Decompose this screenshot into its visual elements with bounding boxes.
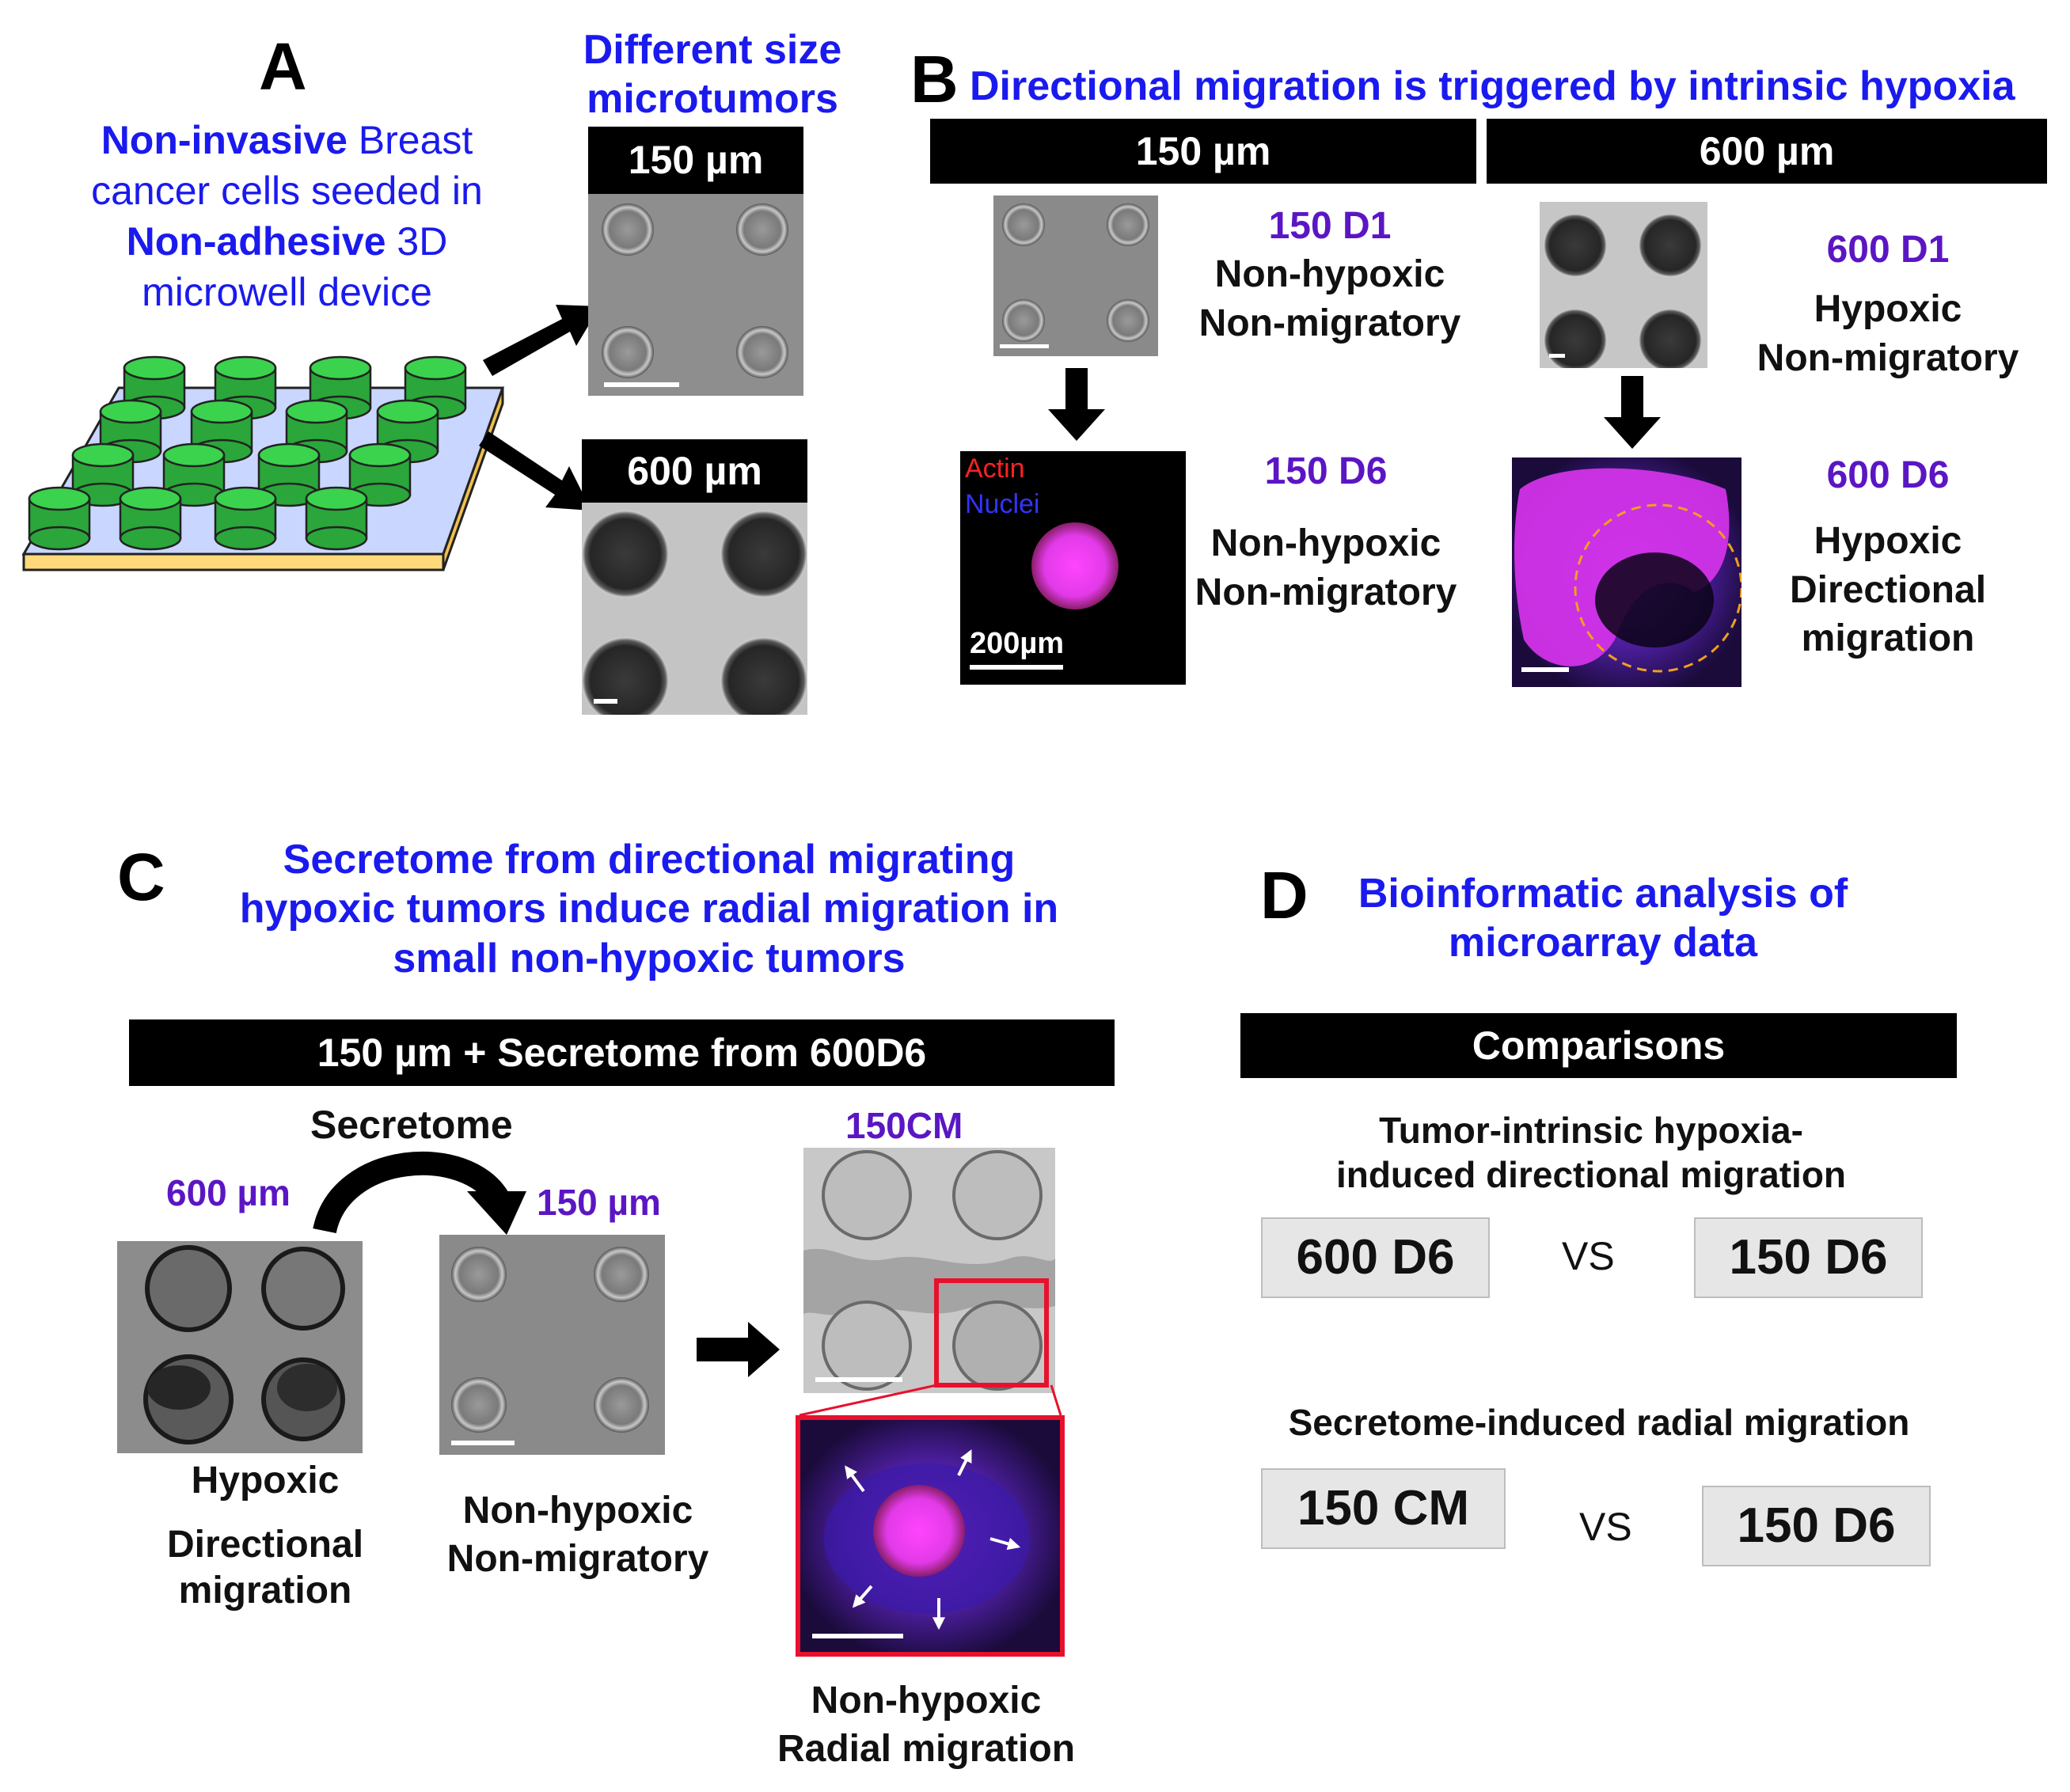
- label-600-d6: 600 D6 Hypoxic Directional migration: [1741, 451, 2034, 663]
- panel-b-letter: B: [910, 42, 959, 116]
- micrograph-150-c: [439, 1235, 665, 1455]
- stain-actin-label: Actin: [965, 454, 1025, 484]
- comparison-2-title: Secretome-induced radial migration: [1288, 1402, 1910, 1443]
- label-150cm-desc-line-1: Non-hypoxic: [811, 1680, 1042, 1722]
- label-150-d6-line-1: Non-hypoxic: [1210, 522, 1441, 565]
- comparison-2-left-box: 150 CM: [1261, 1468, 1506, 1549]
- different-size-line-2: microtumors: [587, 76, 838, 123]
- label-600-c-desc-line-2: Directional: [166, 1523, 364, 1566]
- label-600-d1: 600 D1 Hypoxic Non-migratory: [1741, 226, 2034, 382]
- fluorescence-150cm-zoom: [796, 1415, 1065, 1657]
- label-150cm-desc-line-2: Radial migration: [777, 1728, 1076, 1771]
- label-150cm-desc: Non-hypoxic Radial migration: [768, 1676, 1084, 1774]
- arrow-to-600: [479, 431, 591, 511]
- label-600-d6-line-1: Hypoxic: [1814, 520, 1962, 563]
- comparison-1-right-box: 150 D6: [1694, 1217, 1923, 1298]
- label-150-c-desc-line-2: Non-migratory: [446, 1538, 709, 1581]
- comparison-1-vs: VS: [1562, 1234, 1615, 1278]
- label-600-d6-title: 600 D6: [1826, 454, 1950, 496]
- label-150-d1-title: 150 D1: [1268, 205, 1392, 247]
- arrow-right-c: [697, 1322, 780, 1377]
- arrow-down-600: [1604, 376, 1661, 449]
- micrograph-600-c: [117, 1241, 363, 1453]
- label-600-d6-line-3: migration: [1801, 617, 1975, 660]
- comparisons-bar: Comparisons: [1240, 1013, 1957, 1078]
- arrow-down-150: [1048, 368, 1105, 441]
- label-600-d6-line-2: Directional: [1789, 568, 1987, 611]
- label-150-d6-line-2: Non-migratory: [1195, 571, 1457, 613]
- panel-c-title: Secretome from directional migrating hyp…: [182, 835, 1116, 983]
- label-600-d1-line-1: Hypoxic: [1814, 288, 1962, 331]
- col-bar-150: 150 µm: [930, 119, 1476, 184]
- comparison-1-left-box: 600 D6: [1261, 1217, 1490, 1298]
- fluorescence-150-d6: Actin Nuclei 200µm: [960, 451, 1186, 685]
- label-150cm: 150CM: [845, 1105, 963, 1146]
- stain-nuclei-label: Nuclei: [965, 489, 1040, 519]
- zoom-region-box: [934, 1278, 1049, 1388]
- scale-bar-label: 200µm: [970, 627, 1065, 660]
- label-600-c-desc-line-1: Hypoxic: [191, 1460, 340, 1502]
- label-600-d1-title: 600 D1: [1826, 229, 1950, 271]
- comparison-2-right-box: 150 D6: [1702, 1486, 1931, 1566]
- panel-b-title: Directional migration is triggered by in…: [970, 63, 2015, 109]
- label-600-c-desc: Hypoxic Directional migration: [139, 1458, 392, 1615]
- panel-d-letter: D: [1260, 858, 1308, 932]
- label-150-d1-line-2: Non-migratory: [1198, 302, 1461, 344]
- label-600-c-desc-line-3: migration: [178, 1570, 352, 1612]
- secretome-curved-arrow: [313, 1151, 526, 1235]
- label-150um-c: 150 µm: [537, 1182, 661, 1223]
- panel-c-title-line-3: small non-hypoxic tumors: [393, 935, 906, 981]
- size-bar-150: 150 µm: [588, 127, 803, 194]
- panel-a-letter: A: [259, 29, 307, 104]
- size-bar-600: 600 µm: [582, 439, 807, 503]
- different-size-title: Different size microtumors: [546, 25, 879, 124]
- comparison-2-vs: VS: [1579, 1505, 1632, 1549]
- micrograph-150-d1: [993, 196, 1158, 356]
- label-150-d6-title: 150 D6: [1264, 450, 1388, 492]
- caption-non-adhesive: Non-adhesive: [126, 219, 386, 264]
- panel-c-bar: 150 µm + Secretome from 600D6: [129, 1019, 1115, 1086]
- label-150-d1: 150 D1 Non-hypoxic Non-migratory: [1187, 202, 1472, 347]
- micrograph-150-wells: [588, 194, 803, 396]
- label-150-d1-line-1: Non-hypoxic: [1214, 253, 1445, 296]
- panel-a-caption: Non-invasive Breast cancer cells seeded …: [55, 115, 518, 317]
- comparison-1-title-line-1: Tumor-intrinsic hypoxia-: [1379, 1110, 1803, 1151]
- label-150-d6: 150 D6 Non-hypoxic Non-migratory: [1187, 447, 1464, 617]
- caption-text-2: 3D microwell device: [142, 219, 448, 314]
- caption-text-1: Breast cancer cells seeded in: [91, 118, 483, 213]
- label-150-c-desc: Non-hypoxic Non-migratory: [431, 1486, 724, 1584]
- label-600um-c: 600 µm: [166, 1172, 291, 1213]
- arrow-to-150: [483, 305, 600, 376]
- panel-d-title: Bioinformatic analysis of microarray dat…: [1330, 869, 1876, 968]
- label-150-c-desc-line-1: Non-hypoxic: [462, 1490, 693, 1532]
- fluorescence-600-d6: [1512, 457, 1741, 687]
- panel-c-letter: C: [117, 840, 165, 914]
- micrograph-600-wells: [582, 503, 807, 715]
- zoom-connector-lines: [799, 1384, 1062, 1417]
- panel-c-title-line-2: hypoxic tumors induce radial migration i…: [239, 886, 1059, 932]
- panel-d-title-line-2: microarray data: [1448, 920, 1758, 966]
- comparison-1-title-line-2: induced directional migration: [1335, 1154, 1847, 1196]
- micrograph-600-d1: [1540, 202, 1707, 368]
- secretome-label: Secretome: [310, 1103, 513, 1147]
- panel-c-title-line-1: Secretome from directional migrating: [283, 837, 1016, 883]
- micrograph-150cm: [803, 1148, 1055, 1393]
- different-size-line-1: Different size: [583, 27, 842, 73]
- panel-d-title-line-1: Bioinformatic analysis of: [1358, 871, 1848, 917]
- comparison-1-title: Tumor-intrinsic hypoxia- induced directi…: [1274, 1108, 1908, 1197]
- col-bar-600: 600 µm: [1487, 119, 2047, 184]
- caption-non-invasive: Non-invasive: [101, 118, 348, 162]
- label-600-d1-line-2: Non-migratory: [1757, 336, 2019, 379]
- microwell-device-illustration: [21, 355, 505, 571]
